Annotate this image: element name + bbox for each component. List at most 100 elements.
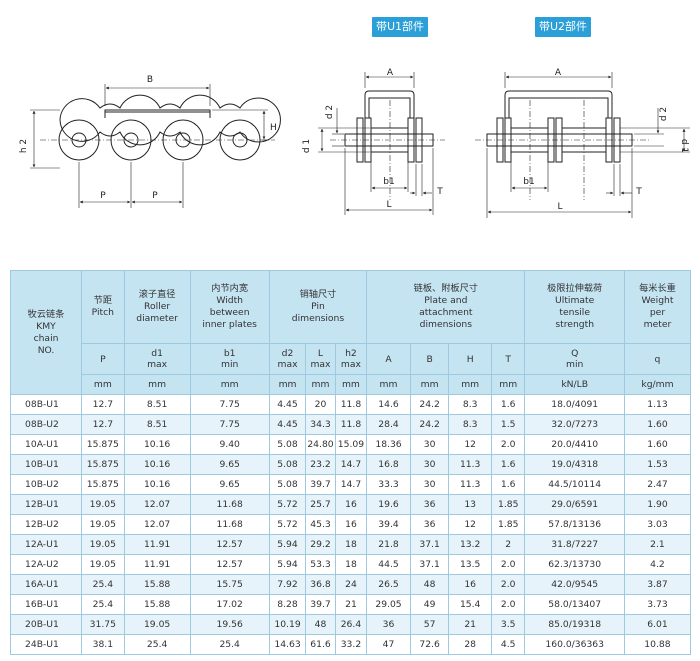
table-cell: 26.5 bbox=[366, 574, 411, 595]
table-cell: 11.68 bbox=[189, 494, 270, 515]
table-cell: 14.7 bbox=[334, 474, 368, 495]
table-cell: 1.53 bbox=[623, 454, 692, 475]
table-cell: 1.13 bbox=[623, 394, 692, 415]
sym-H: H bbox=[448, 343, 492, 375]
table-cell: 33.2 bbox=[334, 634, 368, 655]
table-cell: 12.57 bbox=[189, 554, 270, 575]
table-cell: 19.05 bbox=[81, 534, 125, 555]
table-cell: 14.63 bbox=[268, 634, 307, 655]
table-cell: 19.6 bbox=[366, 494, 411, 515]
table-cell: 11.91 bbox=[123, 554, 191, 575]
table-cell: 15.88 bbox=[123, 594, 191, 615]
chain-model-cell: 12A-U2 bbox=[9, 554, 83, 575]
table-cell: 29.0/6591 bbox=[524, 494, 625, 515]
sym-P: P bbox=[81, 343, 125, 375]
table-cell: 33.3 bbox=[366, 474, 411, 495]
table-cell: 19.05 bbox=[81, 514, 125, 535]
unit-cell: mm bbox=[189, 374, 270, 395]
table-cell: 16 bbox=[448, 574, 492, 595]
u2-dim-label-d1: d 1 bbox=[679, 139, 689, 153]
table-cell: 72.6 bbox=[409, 634, 450, 655]
table-cell: 3.5 bbox=[490, 614, 526, 635]
table-cell: 25.4 bbox=[81, 574, 125, 595]
sym-B: B bbox=[409, 343, 450, 375]
table-cell: 5.72 bbox=[268, 494, 307, 515]
table-cell: 5.94 bbox=[268, 534, 307, 555]
table-cell: 13.2 bbox=[448, 534, 492, 555]
table-cell: 13.5 bbox=[448, 554, 492, 575]
table-cell: 8.28 bbox=[268, 594, 307, 615]
table-cell: 8.3 bbox=[448, 394, 492, 415]
table-cell: 62.3/13730 bbox=[524, 554, 625, 575]
table-cell: 4.45 bbox=[268, 394, 307, 415]
chain-model-cell: 24B-U1 bbox=[9, 634, 83, 655]
table-cell: 1.85 bbox=[490, 494, 526, 515]
dim-label-B: B bbox=[147, 75, 153, 85]
table-cell: 3.03 bbox=[623, 514, 692, 535]
table-cell: 5.08 bbox=[268, 474, 307, 495]
table-cell: 1.6 bbox=[490, 394, 526, 415]
table-cell: 19.05 bbox=[81, 554, 125, 575]
chain-side-view bbox=[30, 84, 281, 208]
table-cell: 45.3 bbox=[305, 514, 336, 535]
badge-u1: 带U1部件 bbox=[372, 17, 429, 37]
table-cell: 19.05 bbox=[123, 614, 191, 635]
table-cell: 5.72 bbox=[268, 514, 307, 535]
u1-dim-label-d2: d 2 bbox=[325, 105, 335, 119]
sym-T: T bbox=[490, 343, 526, 375]
table-cell: 15.875 bbox=[81, 474, 125, 495]
table-cell: 11.91 bbox=[123, 534, 191, 555]
dim-label-P1: P bbox=[100, 191, 106, 201]
table-cell: 12.57 bbox=[189, 534, 270, 555]
unit-cell: mm bbox=[448, 374, 492, 395]
table-cell: 12.7 bbox=[81, 394, 125, 415]
table-cell: 39.4 bbox=[366, 514, 411, 535]
header-row-units: mm mm mm mm mm mm mm mm mm mm kN/LB kg/m… bbox=[11, 374, 692, 395]
table-cell: 12 bbox=[448, 434, 492, 455]
table-cell: 38.1 bbox=[81, 634, 125, 655]
table-cell: 16.8 bbox=[366, 454, 411, 475]
table-cell: 15.09 bbox=[334, 434, 368, 455]
table-cell: 2.1 bbox=[623, 534, 692, 555]
table-cell: 8.3 bbox=[448, 414, 492, 435]
u1-dim-label-b1: b1 bbox=[383, 177, 394, 187]
table-cell: 3.73 bbox=[623, 594, 692, 615]
table-cell: 1.90 bbox=[623, 494, 692, 515]
table-cell: 15.875 bbox=[81, 454, 125, 475]
table-cell: 25.7 bbox=[305, 494, 336, 515]
table-cell: 34.3 bbox=[305, 414, 336, 435]
table-cell: 21.8 bbox=[366, 534, 411, 555]
table-cell: 24 bbox=[334, 574, 368, 595]
table-cell: 18 bbox=[334, 534, 368, 555]
table-cell: 19.05 bbox=[81, 494, 125, 515]
u2-dim-label-T: T bbox=[635, 187, 642, 197]
table-cell: 31.75 bbox=[81, 614, 125, 635]
table-cell: 57.8/13136 bbox=[524, 514, 625, 535]
table-cell: 85.0/19318 bbox=[524, 614, 625, 635]
table-cell: 4.2 bbox=[623, 554, 692, 575]
sym-q: q bbox=[623, 343, 692, 375]
table-cell: 24.2 bbox=[409, 394, 450, 415]
table-cell: 16 bbox=[334, 514, 368, 535]
unit-cell: mm bbox=[268, 374, 307, 395]
table-cell: 12.07 bbox=[123, 494, 191, 515]
table-cell: 11.8 bbox=[334, 394, 368, 415]
